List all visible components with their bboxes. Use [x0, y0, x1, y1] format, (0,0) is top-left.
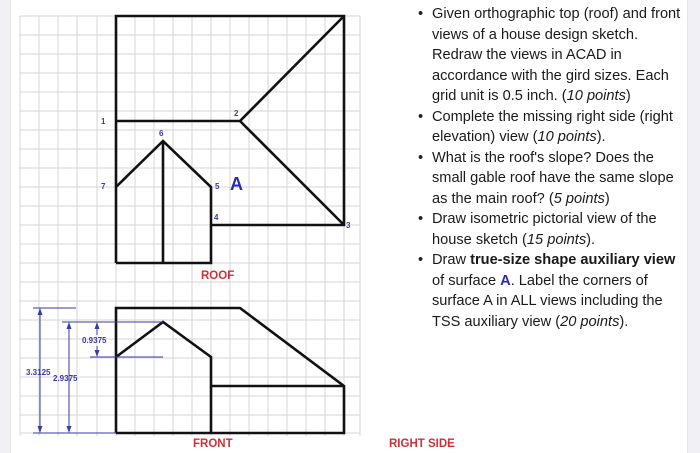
point-6-label: 6 — [159, 129, 164, 138]
point-5-label: 5 — [215, 182, 220, 191]
instruction-item-2: Complete the missing right side (right e… — [418, 107, 686, 148]
point-labels: 1 2 3 4 5 6 7 — [101, 109, 351, 230]
surface-a-label: A — [230, 174, 243, 194]
right-side-view-label: RIGHT SIDE — [389, 438, 455, 450]
front-gable — [115, 320, 213, 433]
roof-view-label: ROOF — [201, 270, 235, 282]
dim-overall-height: 3.3125 — [26, 368, 51, 377]
point-7-label: 7 — [101, 182, 106, 191]
drawing-canvas: 1 2 3 4 5 6 7 A 0.9375 3.3125 2.9375 — [19, 14, 361, 436]
point-3-label: 3 — [346, 221, 351, 230]
hip-line-upper — [239, 15, 345, 122]
dim-eave-to-peak: 2.9375 — [53, 374, 78, 383]
point-1-label: 1 — [101, 117, 106, 126]
point-4-label: 4 — [214, 213, 219, 222]
front-view-label: FRONT — [193, 438, 233, 450]
right-scrollbar-strip[interactable] — [687, 0, 700, 453]
instruction-item-4: Draw isometric pictorial view of the hou… — [418, 209, 686, 250]
instruction-item-3: What is the roof's slope? Does the small… — [418, 148, 686, 210]
front-view — [114, 306, 346, 435]
front-outline — [114, 306, 346, 435]
instruction-item-1: Given orthographic top (roof) and front … — [418, 4, 686, 107]
point-2-label: 2 — [234, 109, 239, 118]
left-margin-strip — [0, 0, 11, 453]
dim-gable-rise: 0.9375 — [82, 336, 107, 345]
dimensions — [33, 307, 163, 434]
instruction-item-5: Draw true-size shape auxiliary view of s… — [418, 250, 686, 332]
hip-line-lower — [239, 120, 345, 226]
gable-outline — [115, 139, 213, 265]
instructions-panel: Given orthographic top (roof) and front … — [418, 4, 686, 332]
instructions-list: Given orthographic top (roof) and front … — [418, 4, 686, 332]
roof-view — [114, 14, 346, 265]
